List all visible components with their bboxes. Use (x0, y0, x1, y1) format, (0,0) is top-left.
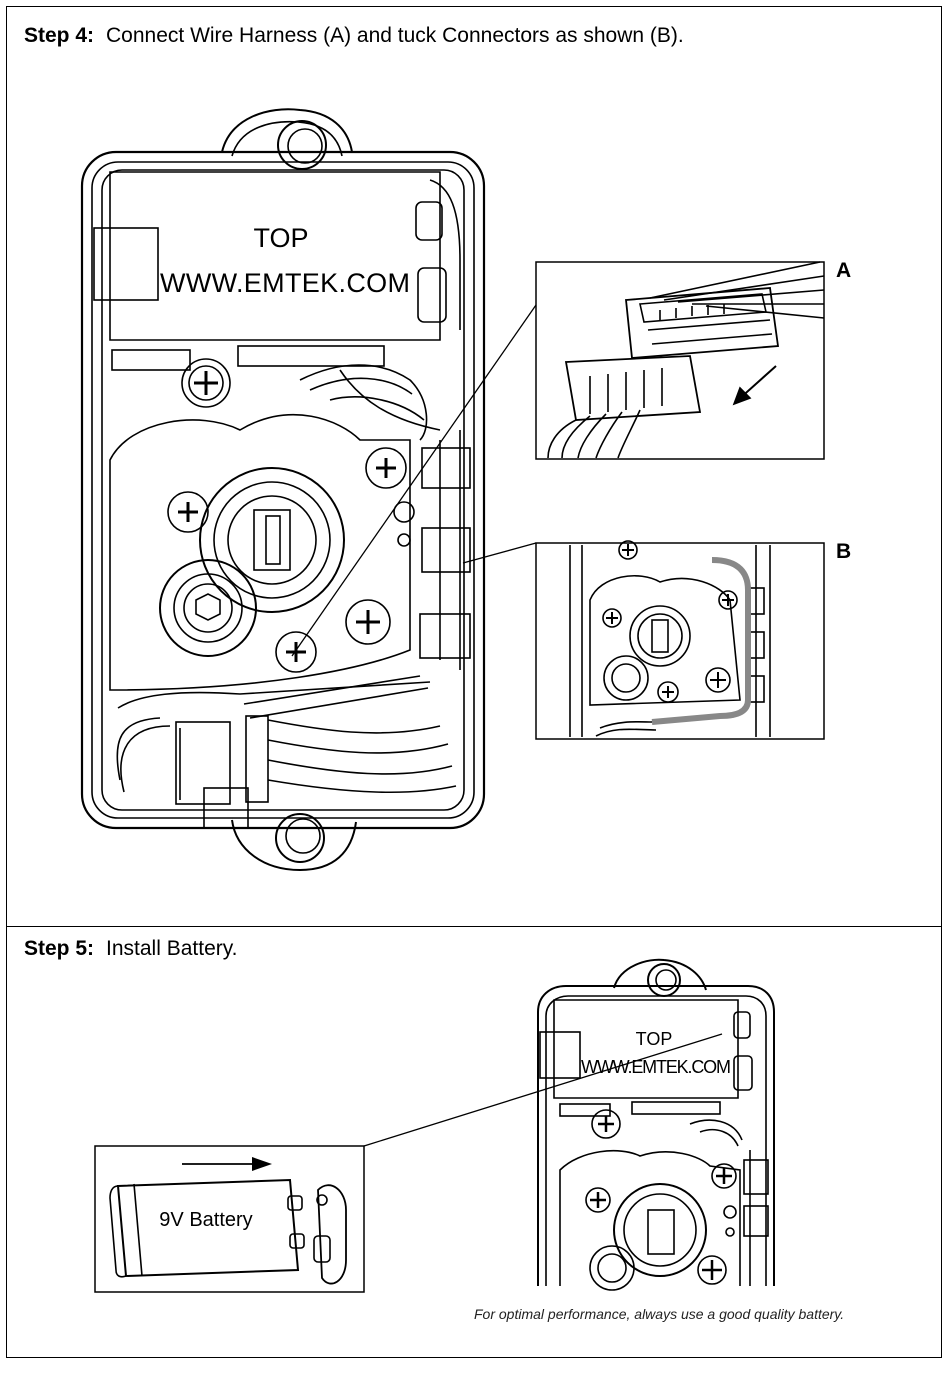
battery-callout-line (364, 1034, 722, 1146)
battery-detail: 9V Battery (95, 1146, 364, 1292)
housing-url-label: WWW.EMTEK.COM (160, 268, 410, 298)
step5-housing-top-label: TOP (636, 1029, 673, 1049)
step5-housing-url-label: WWW.EMTEK.COM (581, 1057, 731, 1077)
battery-label: 9V Battery (159, 1209, 252, 1231)
tuck-detail-b (536, 541, 824, 739)
connector-detail-a (536, 262, 824, 459)
housing-top-label: TOP (253, 223, 308, 253)
lock-housing-main: TOP WWW.EMTEK.COM (82, 109, 484, 870)
callout-a-line (292, 305, 536, 656)
lock-housing-step5: TOP WWW.EMTEK.COM (538, 960, 774, 1290)
